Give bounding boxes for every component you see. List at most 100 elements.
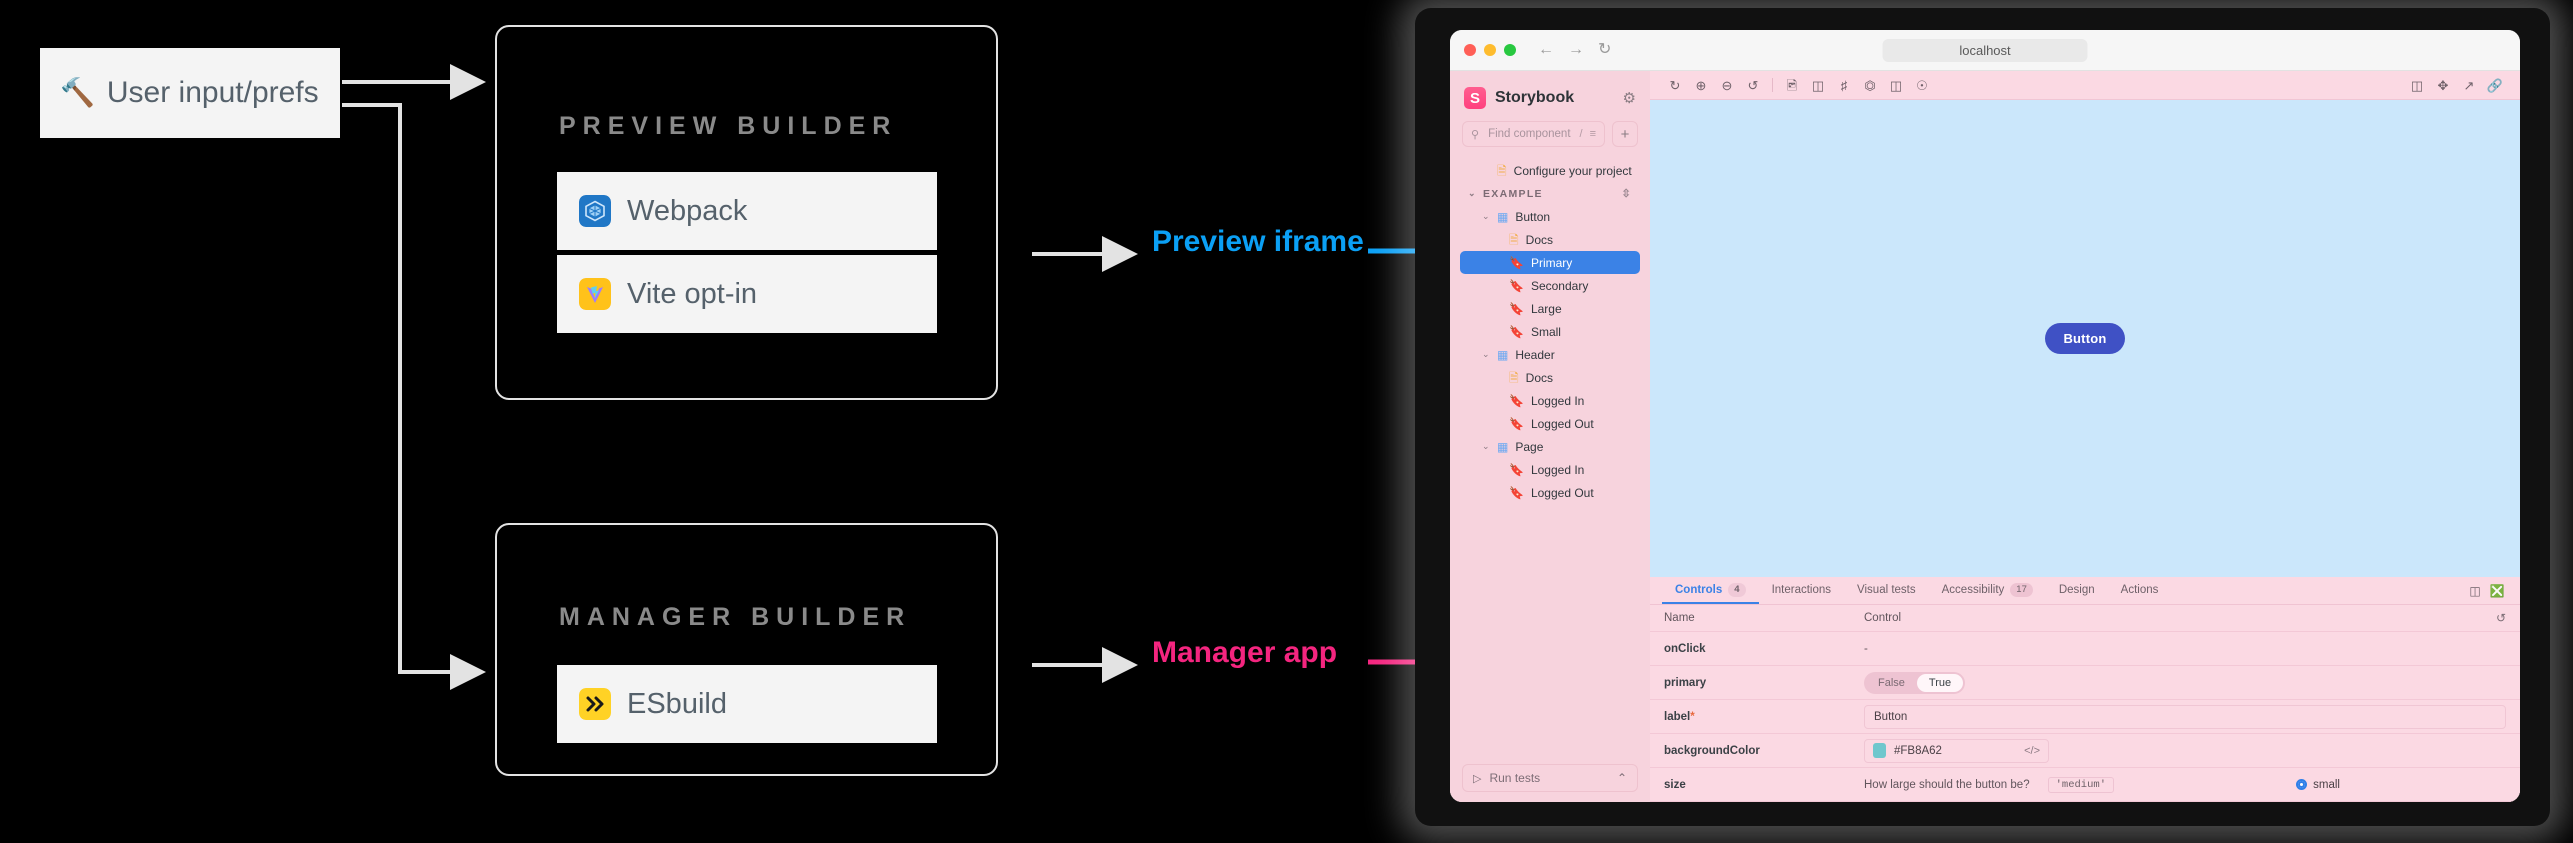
tree-item-large[interactable]: 🔖Large: [1460, 297, 1640, 320]
tab-label: Accessibility: [1941, 583, 2005, 596]
fullscreen-icon[interactable]: ✥: [2437, 77, 2449, 93]
zoom-in-icon[interactable]: ⊕: [1695, 77, 1707, 93]
search-input[interactable]: [1486, 127, 1573, 141]
tools-icon: 🔨: [60, 77, 95, 108]
add-component-button[interactable]: +: [1612, 121, 1638, 147]
maximize-window-dot[interactable]: [1504, 44, 1516, 56]
control-name: label*: [1664, 710, 1695, 723]
tab-actions[interactable]: Actions: [2108, 577, 2172, 604]
story-bookmark-icon: 🔖: [1509, 416, 1524, 431]
tree-item-secondary[interactable]: 🔖Secondary: [1460, 274, 1640, 297]
grid-icon[interactable]: ♯: [1840, 77, 1848, 93]
tab-interactions[interactable]: Interactions: [1759, 577, 1844, 604]
tree-item-label: Docs: [1525, 370, 1553, 385]
component-grid-icon: ▦: [1497, 209, 1509, 224]
control-widget: False True: [1864, 671, 2520, 694]
radio-button[interactable]: [2296, 779, 2308, 790]
gear-icon[interactable]: ⚙: [1622, 89, 1636, 107]
tree-item-label: Logged Out: [1530, 416, 1594, 431]
storybook-brand-label: Storybook: [1495, 89, 1575, 106]
back-icon[interactable]: ←: [1538, 41, 1554, 58]
control-widget: -: [1864, 643, 2520, 655]
toggle-option-false[interactable]: False: [1878, 676, 1905, 689]
remount-icon[interactable]: ↻: [1669, 77, 1681, 93]
close-window-dot[interactable]: [1464, 44, 1476, 56]
tree-item-logged-out[interactable]: 🔖 Logged Out: [1460, 412, 1640, 435]
chevron-down-icon[interactable]: ⌄: [1482, 211, 1490, 221]
minimize-window-dot[interactable]: [1484, 44, 1496, 56]
default-value-chip: 'medium': [2047, 776, 2115, 793]
sidebar-toggle-icon[interactable]: ◫: [2410, 77, 2424, 93]
chevron-down-icon[interactable]: ⌄: [1482, 441, 1490, 451]
tree-item-primary[interactable]: 🔖Primary: [1460, 251, 1640, 274]
forward-icon[interactable]: →: [1568, 41, 1584, 58]
tab-label: Design: [2058, 583, 2095, 596]
radio-option-small[interactable]: small: [2296, 779, 2340, 791]
control-name: backgroundColor: [1664, 744, 1760, 757]
tree-item-page[interactable]: ⌄▦Page: [1460, 435, 1640, 458]
tree-item-small[interactable]: 🔖Small: [1460, 320, 1640, 343]
tree-item-header[interactable]: ⌄▦Header: [1460, 343, 1640, 366]
column-header-control: Control: [1864, 612, 1902, 624]
measure-icon[interactable]: ⏣: [1864, 77, 1876, 93]
reset-controls-icon[interactable]: ↺: [2495, 611, 2506, 625]
chevron-down-icon[interactable]: ⌄: [1482, 349, 1490, 359]
color-swatch[interactable]: [1873, 743, 1886, 758]
preview-builder-option-vite: Vite opt-in: [557, 255, 937, 333]
text-input[interactable]: Button: [1864, 704, 2506, 729]
tree-item-docs[interactable]: 🗎Docs: [1460, 228, 1640, 251]
tree-item-label: Primary: [1530, 255, 1573, 270]
required-marker: *: [1690, 710, 1695, 723]
zoom-reset-icon[interactable]: ↺: [1747, 77, 1759, 93]
boolean-toggle[interactable]: False True: [1864, 671, 1966, 694]
close-panel-icon[interactable]: ❎: [2489, 583, 2505, 598]
address-bar[interactable]: localhost: [1882, 38, 2088, 62]
window-controls[interactable]: [1464, 44, 1516, 56]
outline-icon[interactable]: ◫: [1889, 77, 1903, 93]
search-shortcut-label: /: [1579, 128, 1583, 140]
preview-builder-title: PREVIEW BUILDER: [559, 112, 898, 140]
tree-item-logged-out[interactable]: 🔖Logged Out: [1460, 481, 1640, 504]
collapse-icon[interactable]: ⌃: [1616, 771, 1627, 785]
open-new-tab-icon[interactable]: ↗: [2463, 77, 2475, 93]
search-box[interactable]: ⚲ / ≡: [1462, 121, 1605, 147]
tree-item-label: Page: [1515, 439, 1544, 454]
edge-label-preview-iframe: Preview iframe: [1152, 225, 1364, 258]
reload-icon[interactable]: ↻: [1598, 41, 1612, 58]
preview-builder-box: PREVIEW BUILDER Webpack Vite opt-in: [495, 25, 998, 400]
tree-item-configure-your-project[interactable]: 🗎Configure your project: [1460, 159, 1640, 182]
filter-icon[interactable]: ≡: [1589, 128, 1596, 140]
sidebar-search-row: ⚲ / ≡ +: [1462, 121, 1638, 147]
toggle-option-true[interactable]: True: [1916, 673, 1964, 692]
column-header-name: Name: [1664, 612, 1695, 624]
user-input-box: 🔨 User input/prefs: [40, 48, 340, 138]
tree-item-example[interactable]: ⌄ EXAMPLE ⇳: [1460, 182, 1640, 205]
accessibility-icon[interactable]: ☉: [1916, 77, 1928, 93]
tab-label: Visual tests: [1857, 583, 1916, 596]
color-input[interactable]: #FB8A62</>: [1864, 738, 2049, 763]
tree-item-logged-in[interactable]: 🔖Logged In: [1460, 389, 1640, 412]
tab-visual-tests[interactable]: Visual tests: [1844, 577, 1929, 604]
tree-item-label: Logged In: [1530, 462, 1585, 477]
panel-position-icon[interactable]: ◫: [2469, 583, 2481, 598]
component-tree: 🗎Configure your project⌄EXAMPLE⇳⌄▦Button…: [1460, 159, 1640, 758]
tree-item-label: EXAMPLE: [1483, 187, 1543, 200]
copy-link-icon[interactable]: 🔗: [2486, 77, 2504, 93]
tree-item-button[interactable]: ⌄▦Button: [1460, 205, 1640, 228]
backgrounds-icon[interactable]: 🖻: [1786, 77, 1798, 93]
run-tests-button[interactable]: ▷ Run tests ⌃: [1462, 764, 1638, 792]
sort-order-icon[interactable]: ⇳: [1621, 188, 1632, 200]
story-canvas: Button: [1650, 100, 2520, 577]
chevron-down-icon[interactable]: ⌄: [1468, 188, 1477, 198]
tree-item-label: Small: [1530, 324, 1561, 339]
story-preview-button[interactable]: Button: [2045, 323, 2125, 354]
viewport-icon[interactable]: ◫: [1811, 77, 1825, 93]
tab-design[interactable]: Design: [2046, 577, 2108, 604]
tree-item-logged-in[interactable]: 🔖Logged In: [1460, 458, 1640, 481]
color-format-icon[interactable]: </>: [2024, 744, 2040, 757]
zoom-out-icon[interactable]: ⊖: [1721, 77, 1733, 93]
tree-item-docs[interactable]: 🗎Docs: [1460, 366, 1640, 389]
